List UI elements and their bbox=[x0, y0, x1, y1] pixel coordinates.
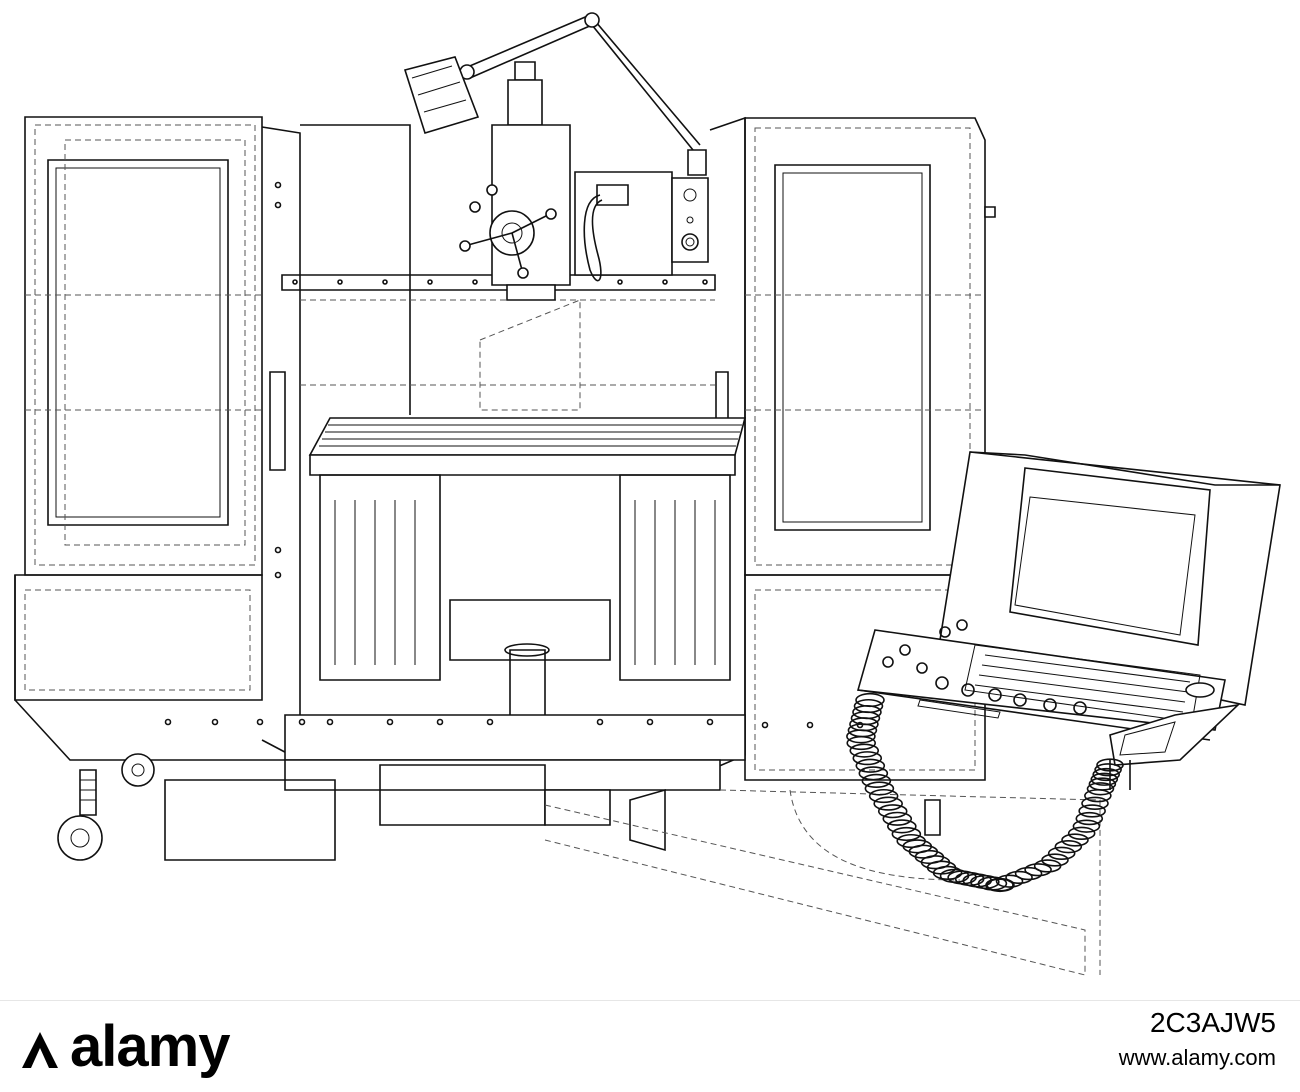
cable-coil-loop bbox=[995, 874, 1024, 888]
cable-coil-loop bbox=[1086, 782, 1115, 796]
alamy-brand-text: alamy bbox=[70, 1014, 230, 1079]
cable-coil-loop bbox=[864, 781, 895, 796]
cable-coil-loop bbox=[1005, 870, 1033, 885]
image-id: 2C3AJW5 bbox=[1149, 1007, 1276, 1038]
cable-coil-loop bbox=[1088, 777, 1117, 791]
caster-wheels bbox=[57, 753, 155, 861]
work-light-arm bbox=[403, 12, 707, 176]
alamy-a-mark-icon bbox=[22, 1032, 58, 1068]
cable-coil-loop bbox=[1081, 796, 1109, 810]
cable-coil-loop bbox=[1041, 853, 1069, 867]
cable-coil-loop bbox=[1078, 804, 1106, 818]
cable-coil-loop bbox=[877, 804, 908, 819]
cable-coil-loop bbox=[891, 826, 922, 842]
cable-coil-loop bbox=[1024, 863, 1052, 877]
cable-coil-loop bbox=[1072, 819, 1101, 833]
cable-coil-loop bbox=[858, 766, 889, 781]
cable-coil-loop bbox=[1092, 767, 1120, 782]
cable-coil-loop bbox=[849, 743, 880, 758]
cnc-milling-machine-drawing bbox=[14, 12, 1281, 976]
cable-coil-loop bbox=[1014, 866, 1043, 881]
cable-coil-loop bbox=[887, 819, 917, 834]
machine-base bbox=[164, 714, 1101, 976]
cable-coil-loop bbox=[855, 758, 886, 773]
alamy-logo: alamy bbox=[18, 1013, 230, 1080]
left-enclosure-door bbox=[14, 116, 301, 762]
image-url: www.alamy.com bbox=[1118, 1045, 1276, 1070]
right-enclosure-door bbox=[709, 116, 996, 781]
stock-watermark-bar: alamy 2C3AJW5 www.alamy.com bbox=[0, 1000, 1300, 1092]
machine-table bbox=[308, 417, 747, 741]
cable-coil-loop bbox=[1061, 833, 1089, 847]
pendant-stand bbox=[924, 760, 1131, 836]
cable-coil-loop bbox=[1090, 772, 1119, 786]
cnc-control-panel bbox=[856, 451, 1281, 766]
cable-coil-loop bbox=[882, 811, 913, 826]
cable-coil-loop bbox=[852, 751, 883, 766]
cable-coil-loop bbox=[846, 729, 876, 744]
cable-coil-loop bbox=[1067, 826, 1096, 840]
cable-coil-loop bbox=[1075, 811, 1104, 826]
spindle-head bbox=[459, 61, 571, 301]
cable-coil-loop bbox=[846, 735, 877, 751]
cable-coil-loop bbox=[1054, 840, 1083, 854]
cable-coil-loop bbox=[1094, 763, 1122, 777]
cable-coil-loop bbox=[1047, 846, 1076, 860]
spindle-motor-box bbox=[574, 171, 709, 282]
cable-coil-loop bbox=[986, 878, 1014, 892]
cable-coil-loop bbox=[861, 773, 892, 789]
coiled-cable bbox=[846, 692, 1124, 893]
cable-coil-loop bbox=[932, 865, 963, 880]
cable-coil-loop bbox=[868, 788, 899, 804]
cable-coil-loop bbox=[873, 796, 903, 811]
